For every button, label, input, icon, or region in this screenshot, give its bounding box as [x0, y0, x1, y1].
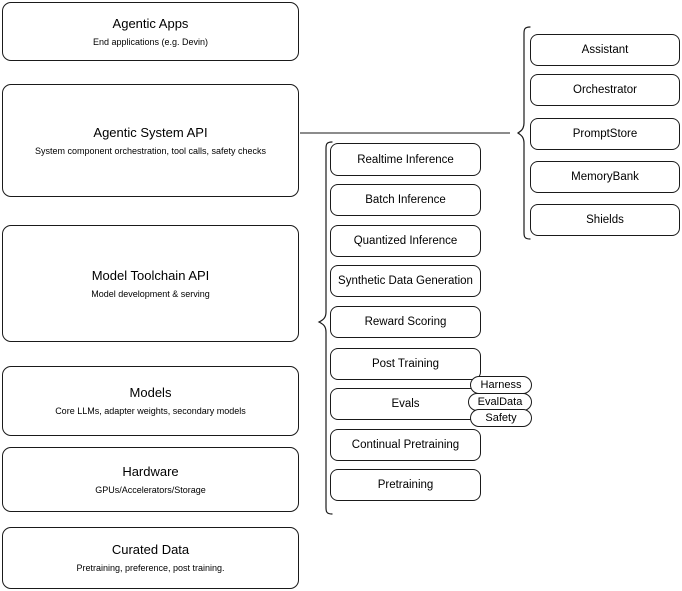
component-box-promptstore[interactable]: PromptStore [530, 118, 680, 150]
component-label: PromptStore [572, 128, 638, 140]
layer-title: Model Toolchain API [91, 267, 210, 283]
component-box-post-training[interactable]: Post Training [330, 348, 481, 380]
layer-box-agentic-apps[interactable]: Agentic Apps End applications (e.g. Devi… [2, 2, 299, 61]
layer-box-models[interactable]: Models Core LLMs, adapter weights, secon… [2, 366, 299, 436]
component-box-realtime-inference[interactable]: Realtime Inference [330, 143, 481, 176]
component-label: Synthetic Data Generation [338, 275, 473, 287]
component-box-shields[interactable]: Shields [530, 204, 680, 236]
component-label: Orchestrator [573, 84, 637, 96]
component-box-memorybank[interactable]: MemoryBank [530, 161, 680, 193]
component-box-synthetic-data-generation[interactable]: Synthetic Data Generation [330, 265, 481, 297]
layer-subtitle: Pretraining, preference, post training. [76, 563, 225, 573]
layer-box-model-toolchain-api[interactable]: Model Toolchain API Model development & … [2, 225, 299, 342]
component-label: Pretraining [377, 479, 434, 491]
component-box-quantized-inference[interactable]: Quantized Inference [330, 225, 481, 257]
layer-subtitle: Core LLMs, adapter weights, secondary mo… [55, 406, 246, 416]
component-label: Shields [586, 214, 624, 226]
layer-subtitle: Model development & serving [91, 288, 210, 299]
component-box-evals[interactable]: Evals [330, 388, 481, 420]
evals-tag-safety[interactable]: Safety [470, 409, 532, 427]
layer-box-agentic-system-api[interactable]: Agentic System API System component orch… [2, 84, 299, 197]
evals-tag-harness[interactable]: Harness [470, 376, 532, 394]
evals-tag-label: EvalData [477, 395, 523, 408]
layer-box-curated-data[interactable]: Curated Data Pretraining, preference, po… [2, 527, 299, 589]
layer-title: Agentic System API [93, 124, 208, 140]
component-box-orchestrator[interactable]: Orchestrator [530, 74, 680, 106]
layer-title: Models [129, 385, 172, 400]
evals-tag-label: Harness [480, 378, 522, 391]
component-box-pretraining[interactable]: Pretraining [330, 469, 481, 501]
component-box-continual-pretraining[interactable]: Continual Pretraining [330, 429, 481, 461]
component-label: Realtime Inference [357, 153, 454, 166]
component-label: Batch Inference [365, 194, 446, 206]
component-box-reward-scoring[interactable]: Reward Scoring [330, 306, 481, 338]
layer-subtitle: GPUs/Accelerators/Storage [95, 484, 206, 495]
component-label: Evals [391, 398, 420, 410]
component-label: Continual Pretraining [351, 439, 460, 451]
component-box-assistant[interactable]: Assistant [530, 34, 680, 66]
component-box-batch-inference[interactable]: Batch Inference [330, 184, 481, 216]
layer-title: Agentic Apps [112, 15, 189, 31]
layer-title: Curated Data [111, 542, 190, 557]
layer-title: Hardware [122, 463, 179, 479]
evals-tag-label: Safety [485, 411, 517, 424]
component-label: MemoryBank [571, 171, 639, 183]
component-label: Assistant [581, 44, 629, 56]
component-label: Quantized Inference [353, 235, 458, 247]
component-label: Post Training [371, 358, 440, 370]
layer-subtitle: System component orchestration, tool cal… [34, 145, 267, 156]
layer-box-hardware[interactable]: Hardware GPUs/Accelerators/Storage [2, 447, 299, 512]
layer-subtitle: End applications (e.g. Devin) [92, 36, 209, 47]
component-label: Reward Scoring [364, 316, 447, 328]
